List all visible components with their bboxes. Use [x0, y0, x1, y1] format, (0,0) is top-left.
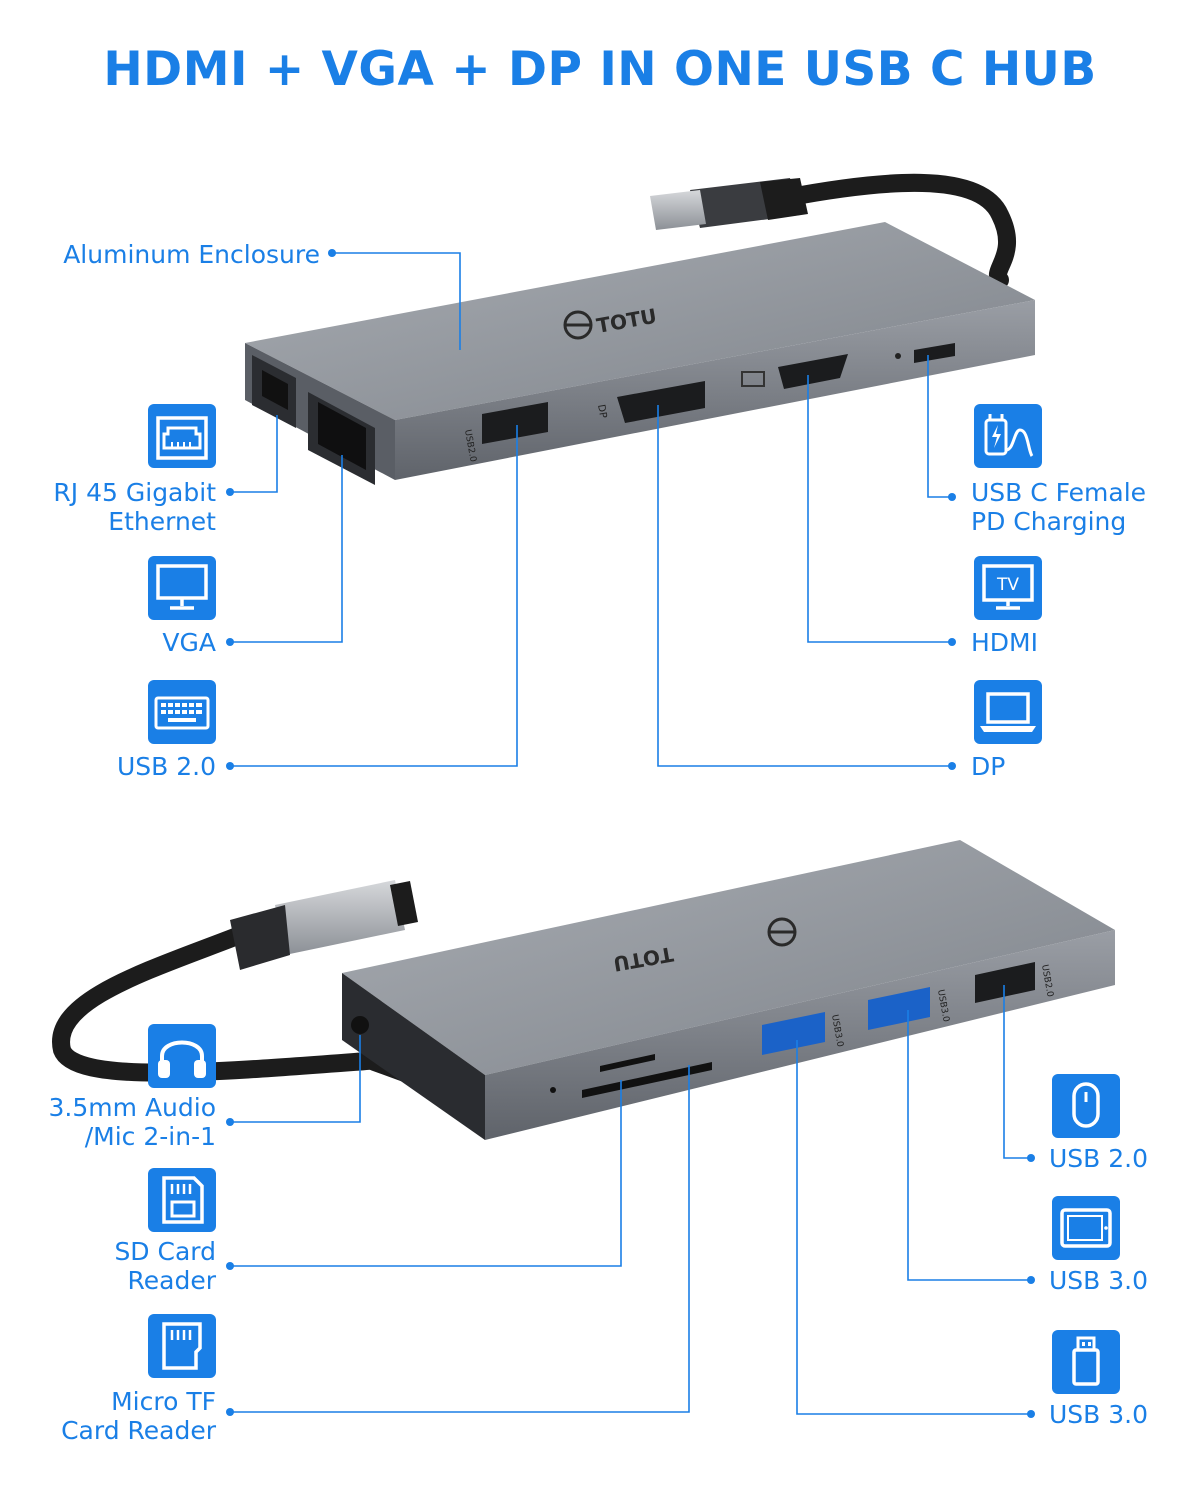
monitor-icon [148, 556, 216, 620]
label-audio-line2: /Mic 2-in-1 [84, 1122, 216, 1151]
label-dp: DP [971, 752, 1006, 781]
charging-icon [974, 404, 1042, 468]
tv-icon: TV [974, 556, 1042, 620]
top-cable [776, 173, 1016, 289]
label-vga: VGA [162, 628, 216, 657]
label-usb30-a: USB 3.0 [1049, 1266, 1149, 1295]
top-hdmi-port [778, 354, 848, 389]
bottom-hub-device: TOTU USB3.0 USB3.0 USB2.0 [52, 840, 1115, 1140]
bottom-usb30-port-a [762, 1012, 825, 1055]
bottom-audio-jack [351, 1016, 369, 1034]
bottom-cable [52, 926, 389, 1082]
svg-text:TV: TV [996, 575, 1019, 595]
label-micro-tf: Micro TF Card Reader [20, 1387, 216, 1445]
laptop-icon [974, 680, 1042, 744]
mouse-icon [1052, 1074, 1120, 1138]
top-usb20-port [482, 402, 548, 444]
label-rj45-line1: RJ 45 Gigabit [53, 478, 216, 507]
label-sd-line2: Reader [127, 1266, 216, 1295]
sd-card-icon [148, 1168, 216, 1232]
page-title: HDMI + VGA + DP IN ONE USB C HUB [103, 42, 1097, 97]
label-aluminum-enclosure: Aluminum Enclosure [63, 240, 320, 269]
top-usb-c-plug [650, 178, 808, 230]
label-usb20-bottom: USB 2.0 [1049, 1144, 1149, 1173]
label-usbc-line1: USB C Female [971, 478, 1147, 507]
label-sd-line1: SD Card [114, 1237, 216, 1266]
bottom-tf-slot [600, 1054, 655, 1072]
ethernet-icon [148, 404, 216, 468]
label-usb20-top: USB 2.0 [116, 752, 216, 781]
bottom-usb20-port [975, 962, 1035, 1003]
label-rj45: RJ 45 Gigabit Ethernet [20, 478, 216, 536]
leader-lines [230, 252, 1031, 1415]
top-hub-device: TOTU USB2.0 DP [245, 173, 1035, 485]
label-rj45-line2: Ethernet [108, 507, 216, 536]
leader-dots [226, 249, 1035, 1418]
micro-sd-icon [148, 1314, 216, 1378]
headphones-icon [148, 1024, 216, 1088]
usb-drive-icon [1052, 1330, 1120, 1394]
bottom-sd-slot [582, 1062, 712, 1098]
top-dp-port [617, 381, 705, 423]
bottom-usb-c-plug [275, 880, 405, 955]
keyboard-icon [148, 680, 216, 744]
label-sd-card: SD Card Reader [20, 1237, 216, 1295]
label-usb30-b: USB 3.0 [1049, 1400, 1149, 1429]
svg-text:DP: DP [595, 404, 608, 419]
label-audio: 3.5mm Audio /Mic 2-in-1 [20, 1093, 216, 1151]
label-audio-line1: 3.5mm Audio [48, 1093, 216, 1122]
label-usbc-line2: PD Charging [971, 507, 1127, 536]
top-usbc-port [914, 343, 955, 363]
label-usbc-pd: USB C Female PD Charging [971, 478, 1146, 536]
label-tf-line2: Card Reader [61, 1416, 216, 1445]
label-tf-line1: Micro TF [111, 1387, 216, 1416]
tablet-icon [1052, 1196, 1120, 1260]
label-hdmi: HDMI [971, 628, 1038, 657]
bottom-usb30-port-b [868, 987, 930, 1030]
